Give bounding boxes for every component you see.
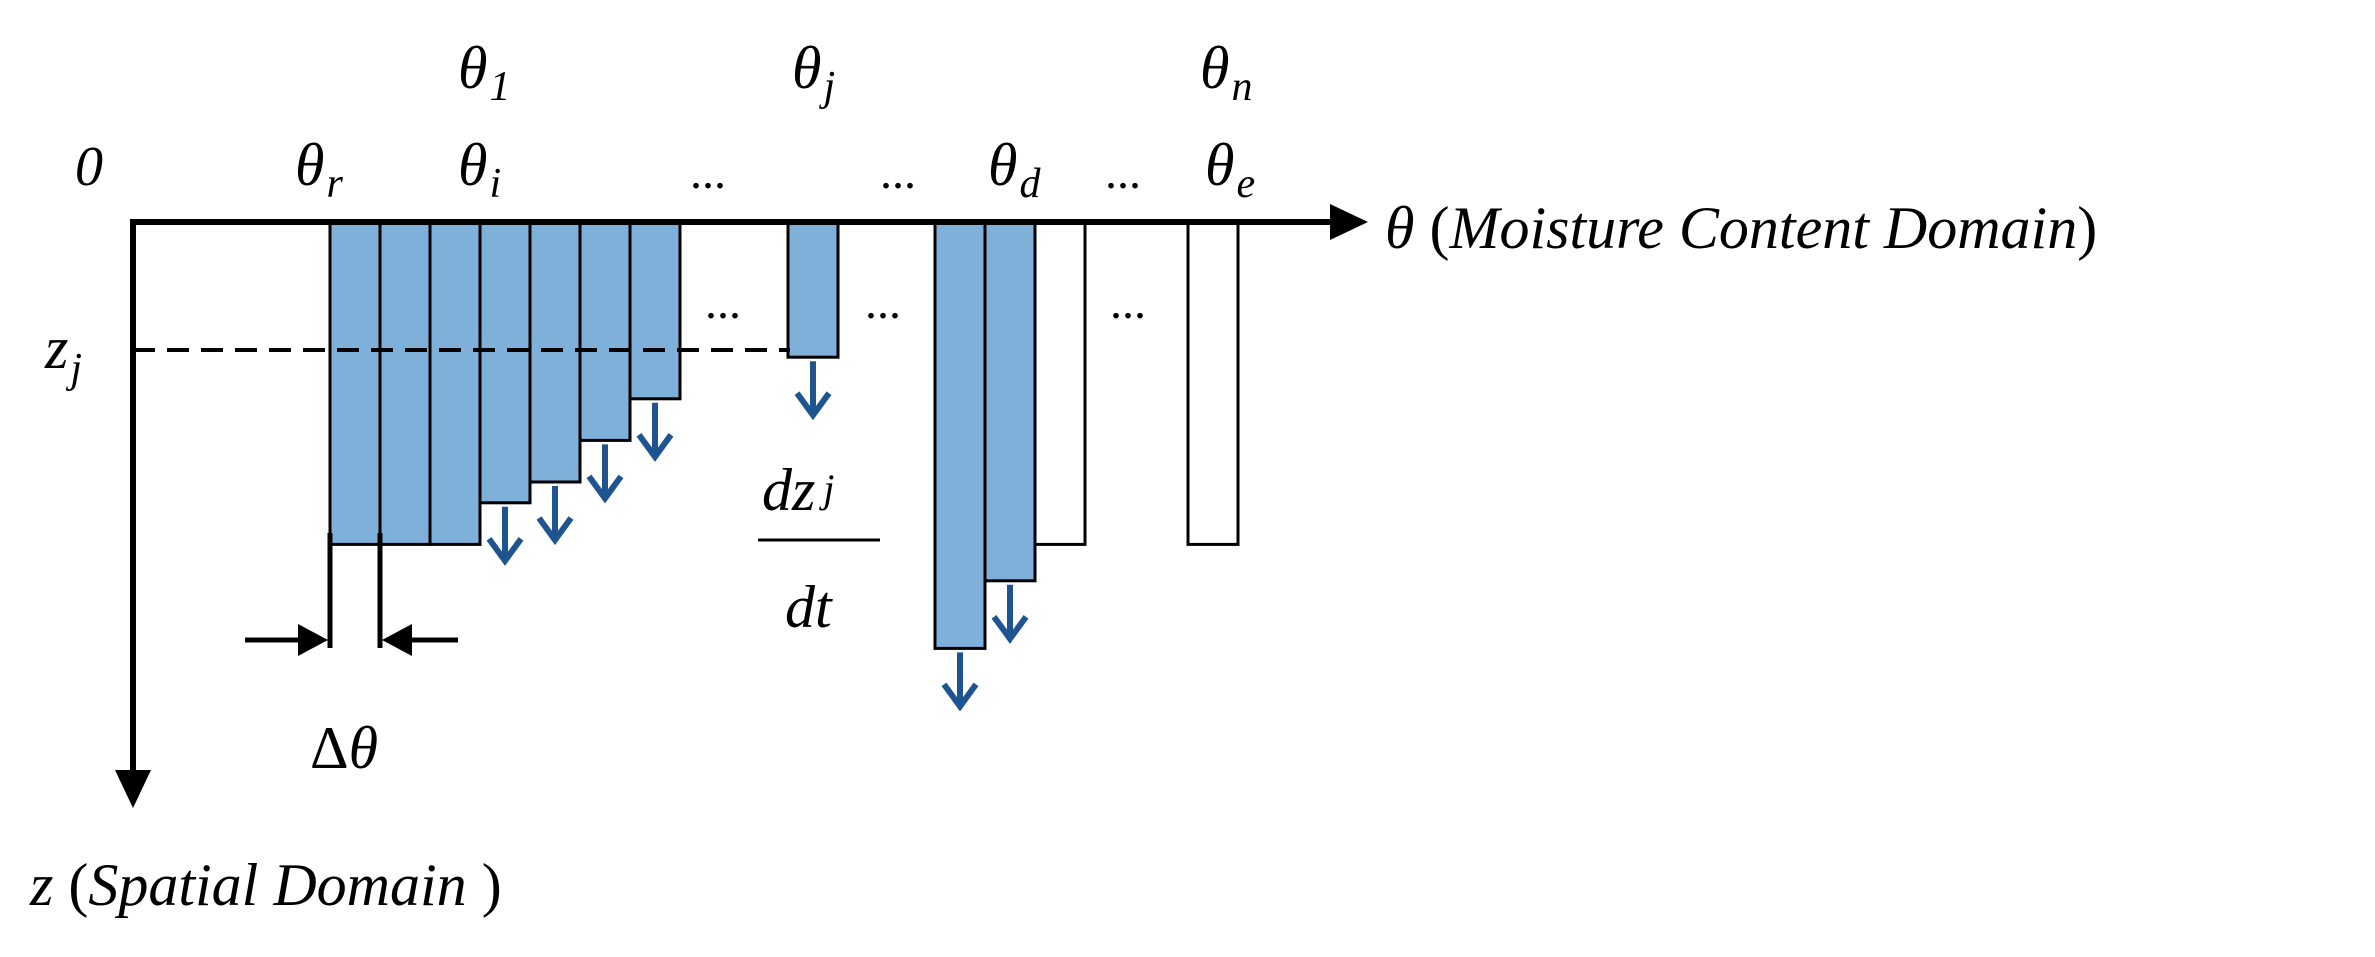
moisture-bin-bin-r2 [378, 220, 432, 546]
ellipsis-top-1: ... [690, 146, 726, 199]
z-axis-label: z (Spatial Domain ) [29, 852, 502, 918]
theta-r-label: θr [295, 132, 343, 207]
zj-label: zj [44, 315, 82, 392]
delta-theta-label: Δθ [310, 715, 378, 781]
theta-d-label: θd [988, 132, 1041, 207]
origin-label: 0 [75, 136, 103, 198]
moisture-bin-bin-e [1186, 220, 1240, 546]
delta-theta-left-arrowhead [298, 624, 328, 656]
theta-n-label: θn [1200, 35, 1252, 110]
ellipsis-top-3: ... [1105, 146, 1141, 199]
infiltration-arrows [486, 361, 1029, 712]
moisture-bin-bin-d [983, 220, 1037, 583]
down-arrow-bin-d [991, 584, 1029, 644]
moisture-bin-bin-d1 [933, 220, 987, 650]
down-arrow-bin-5 [536, 486, 574, 546]
moisture-bin-bin-d3 [1033, 220, 1087, 546]
down-arrow-bin-7 [636, 402, 674, 462]
moisture-bin-bin-i [478, 220, 532, 505]
down-arrow-bin-j [794, 361, 832, 421]
ellipsis-mid-2: ... [865, 276, 901, 329]
rate-denominator: dt [785, 574, 833, 640]
moisture-bin-bin-3 [428, 220, 482, 546]
theta-1-label: θ1 [458, 35, 510, 110]
moisture-bin-bin-7 [628, 220, 682, 401]
down-arrow-bin-i [486, 506, 524, 566]
ellipsis-mid-1: ... [705, 276, 741, 329]
moisture-bin-bin-r [328, 220, 382, 546]
theta-axis-label: θ (Moisture Content Domain) [1385, 195, 2097, 261]
down-arrow-bin-6 [586, 444, 624, 504]
z-axis-arrowhead [115, 770, 151, 808]
theta-axis-arrowhead [1330, 204, 1368, 240]
theta-j-label: θj [792, 35, 835, 110]
moisture-bins [328, 220, 1240, 650]
ellipsis-top-2: ... [880, 146, 916, 199]
moisture-bin-bin-j [786, 220, 840, 359]
ellipsis-mid-3: ... [1110, 276, 1146, 329]
moisture-bin-bin-6 [578, 220, 632, 442]
delta-theta-right-arrowhead [382, 624, 412, 656]
theta-i-label: θi [458, 132, 501, 207]
theta-e-label: θe [1205, 132, 1255, 207]
down-arrow-bin-d1 [941, 652, 979, 712]
